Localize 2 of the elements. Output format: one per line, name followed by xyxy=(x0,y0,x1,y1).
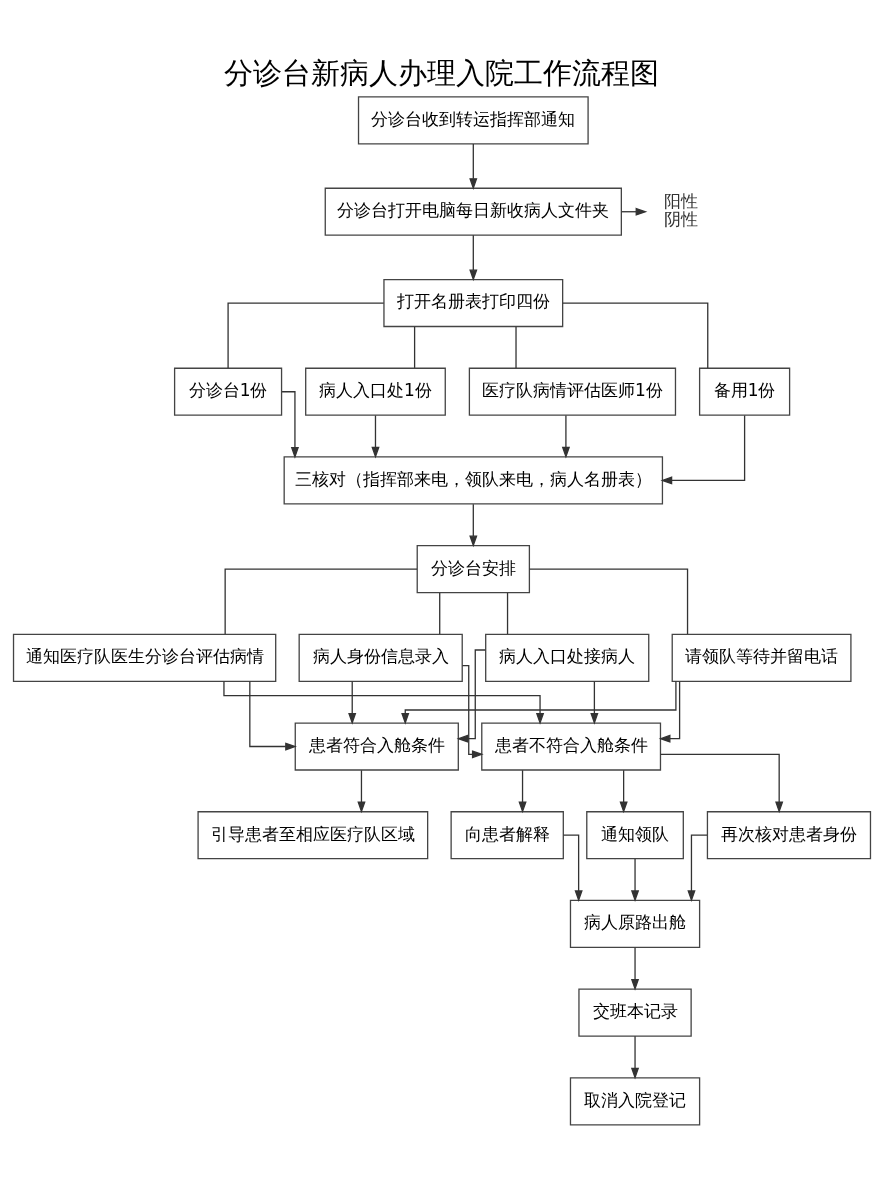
node-text: 阳性 阴性 xyxy=(663,190,698,229)
diagram-title: 分诊台新病人办理入院工作流程图 xyxy=(224,55,660,90)
